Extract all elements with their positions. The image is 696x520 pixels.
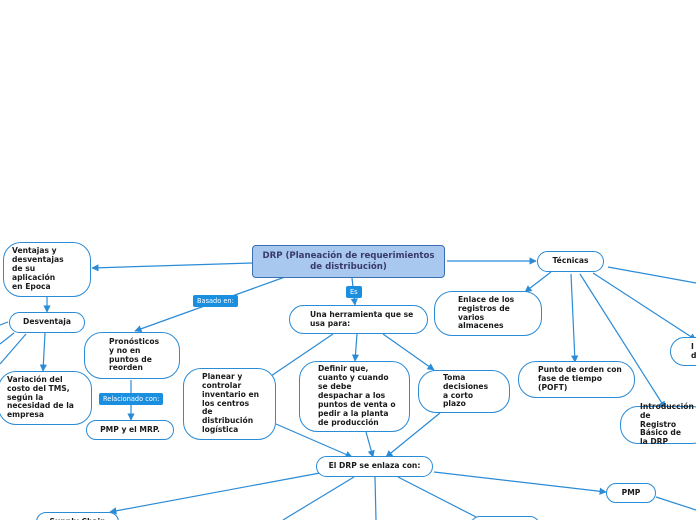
link-enlaza-down-1 xyxy=(282,476,355,520)
tag-basado-en: Basado en: xyxy=(193,295,238,307)
tag-es: Es xyxy=(346,286,362,298)
link-root-ventajas xyxy=(91,262,253,272)
node-punto[interactable]: Punto de orden con fase de tiempo (POFT) xyxy=(518,361,635,398)
link-tecnicas-punto xyxy=(570,273,579,363)
link-enlaza-pmp xyxy=(433,471,607,495)
node-pmp[interactable]: PMP xyxy=(606,483,656,503)
node-ventajas[interactable]: Ventajas y desventajas de su aplicación … xyxy=(3,242,91,297)
link-enlaza-down-2 xyxy=(374,476,377,520)
link-herramienta-planear xyxy=(267,333,334,379)
link-herramienta-definir xyxy=(351,333,360,362)
link-tecnicas-intro xyxy=(579,273,666,409)
node-intro[interactable]: Introducción de Registro Básico de la DR… xyxy=(620,402,696,446)
link-planear-enlaza xyxy=(275,423,353,458)
link-desventaja-left-3 xyxy=(0,333,27,365)
link-desventaja-left-1 xyxy=(0,321,9,326)
link-tecnicas-enlace xyxy=(524,271,552,293)
link-desventaja-left-2 xyxy=(0,332,15,345)
node-herramienta[interactable]: Una herramienta que se usa para: xyxy=(289,305,428,334)
node-partial-bottom[interactable] xyxy=(470,516,540,520)
link-tecnicas-right xyxy=(607,266,696,284)
link-definir-enlaza xyxy=(365,431,375,458)
node-enlaza[interactable]: El DRP se enlaza con: xyxy=(316,456,433,477)
node-tecnicas[interactable]: Técnicas xyxy=(537,251,604,272)
node-supply-chain[interactable]: Supply Chain xyxy=(36,512,119,520)
node-pmp-mrp[interactable]: PMP y el MRP. xyxy=(86,420,174,440)
node-variacion[interactable]: Variación del costo del TMS, según la ne… xyxy=(0,371,92,425)
tag-relacionado: Relacionado con: xyxy=(99,393,164,405)
link-tecnicas-partial xyxy=(592,272,696,341)
node-planear[interactable]: Planear y controlar inventario en los ce… xyxy=(183,368,276,440)
link-enlaza-down-3 xyxy=(397,476,479,519)
node-toma[interactable]: Toma decisiones a corto plazo xyxy=(418,370,510,413)
root-node[interactable]: DRP (Planeación de requerimientos de dis… xyxy=(252,245,445,278)
link-desventaja-variacion xyxy=(39,332,47,372)
link-toma-enlaza xyxy=(385,412,441,458)
link-enlaza-supply xyxy=(109,472,321,515)
node-desventaja[interactable]: Desventaja xyxy=(9,312,85,333)
link-herramienta-toma xyxy=(382,333,435,371)
node-definir[interactable]: Definir que, cuanto y cuando se debe des… xyxy=(299,361,410,432)
node-partial-right[interactable]: I d xyxy=(670,337,696,366)
link-pmp-right xyxy=(655,496,696,511)
node-pronosticos[interactable]: Pronósticos y no en puntos de reorden xyxy=(84,332,180,379)
node-enlace[interactable]: Enlace de los registros de varios almace… xyxy=(434,291,542,336)
